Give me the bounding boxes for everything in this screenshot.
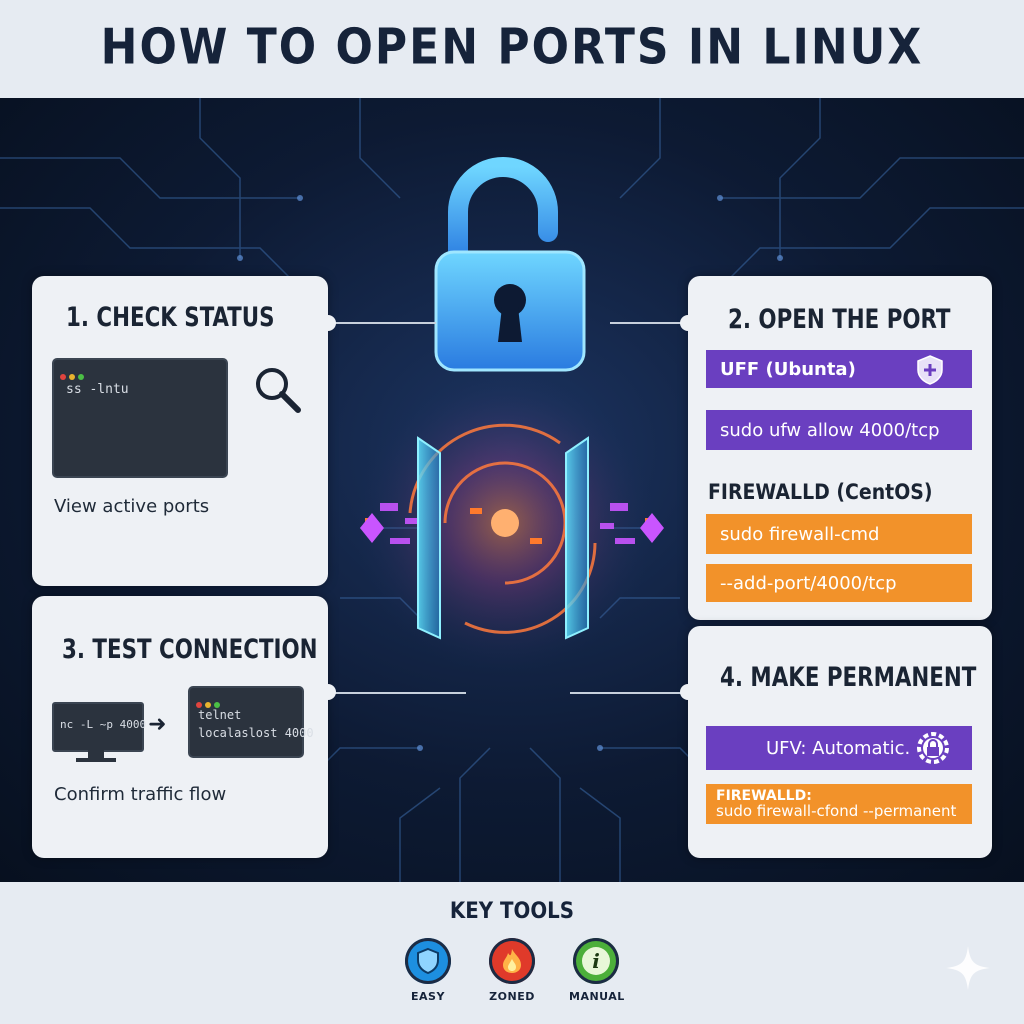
step1-knob: [320, 315, 336, 331]
tool-manual-circle: i: [573, 938, 619, 984]
step2-knob: [680, 315, 696, 331]
connector-step1: [326, 322, 436, 324]
info-icon: i: [582, 947, 610, 975]
window-controls: [60, 365, 87, 384]
step2-panel: 2. OPEN THE PORT UFF (Ubunta) sudo ufw a…: [688, 276, 992, 620]
step1-title: 1. CHECK STATUS: [66, 302, 275, 333]
step1-panel: 1. CHECK STATUS ss -lntu View active por…: [32, 276, 328, 586]
monitor-stand: [88, 750, 104, 758]
tool-manual-label: MANUAL: [569, 990, 625, 1003]
tool-zoned: ZONED: [485, 938, 539, 1003]
key-tools-title: KEY TOOLS: [449, 899, 575, 924]
step3-command-right-line1: telnet: [198, 708, 242, 722]
step4-panel: 4. MAKE PERMANENT UFV: Automatic. FIREWA…: [688, 626, 992, 858]
step3-knob: [320, 684, 336, 700]
sparkle-icon: [946, 946, 990, 990]
step3-command-left: nc -L ~p 4000: [60, 718, 147, 731]
search-icon: [256, 368, 301, 413]
firewalld-permanent-line1: FIREWALLD:: [716, 788, 812, 804]
step1-command: ss -lntu: [66, 382, 129, 397]
connector-step4: [570, 692, 690, 694]
step3-caption: Confirm traffic flow: [54, 784, 227, 805]
monitor-base: [76, 758, 116, 762]
firewalld-command1-bar: sudo firewall-cmd: [706, 514, 972, 554]
step4-knob: [680, 684, 696, 700]
ufw-command: sudo ufw allow 4000/tcp: [720, 419, 940, 441]
tool-zoned-circle: [489, 938, 535, 984]
ufw-label: UFF (Ubunta): [720, 358, 856, 380]
page-title: HOW TO OPEN PORTS IN LINUX: [100, 18, 924, 77]
firewalld-permanent-bar: FIREWALLD: sudo firewall-cfond --permane…: [706, 784, 972, 824]
tool-manual: i MANUAL: [569, 938, 625, 1003]
firewalld-command2: --add-port/4000/tcp: [720, 572, 897, 594]
step3-title: 3. TEST CONNECTION: [62, 634, 318, 665]
connector-step3: [326, 692, 466, 694]
step1-caption: View active ports: [54, 496, 210, 517]
ufw-command-bar: sudo ufw allow 4000/tcp: [706, 410, 972, 450]
connector-step2: [610, 322, 690, 324]
firewalld-command1: sudo firewall-cmd: [720, 523, 880, 545]
step3-panel: 3. TEST CONNECTION nc -L ~p 4000 ➜ telne…: [32, 596, 328, 858]
firewalld-permanent-line2: sudo firewall-cfond --permanent: [716, 802, 957, 820]
open-padlock-icon: [434, 157, 586, 372]
step3-terminal: telnet localaslost 4000: [188, 686, 314, 758]
shield-plus-icon: [917, 355, 943, 385]
step3-command-right-line2: localaslost 4000: [198, 726, 314, 740]
tool-zoned-label: ZONED: [489, 990, 535, 1003]
firewalld-heading: FIREWALLD (CentOS): [708, 480, 933, 504]
arrow-right-icon: ➜: [148, 712, 167, 737]
firewalld-command2-bar: --add-port/4000/tcp: [706, 564, 972, 602]
tool-easy-circle: [405, 938, 451, 984]
ufw-automatic-text: UFV: Automatic.: [766, 737, 911, 759]
step1-terminal: ss -lntu: [52, 358, 228, 478]
gear-lock-icon: [917, 732, 949, 764]
tool-easy-label: EASY: [411, 990, 445, 1003]
window-controls: [196, 693, 223, 712]
shield-icon: [417, 947, 439, 975]
step3-monitor: nc -L ~p 4000: [52, 702, 147, 752]
step4-title: 4. MAKE PERMANENT: [720, 662, 977, 693]
tool-easy: EASY: [401, 938, 455, 1003]
step2-title: 2. OPEN THE PORT: [728, 304, 951, 335]
flame-icon: [503, 949, 521, 973]
